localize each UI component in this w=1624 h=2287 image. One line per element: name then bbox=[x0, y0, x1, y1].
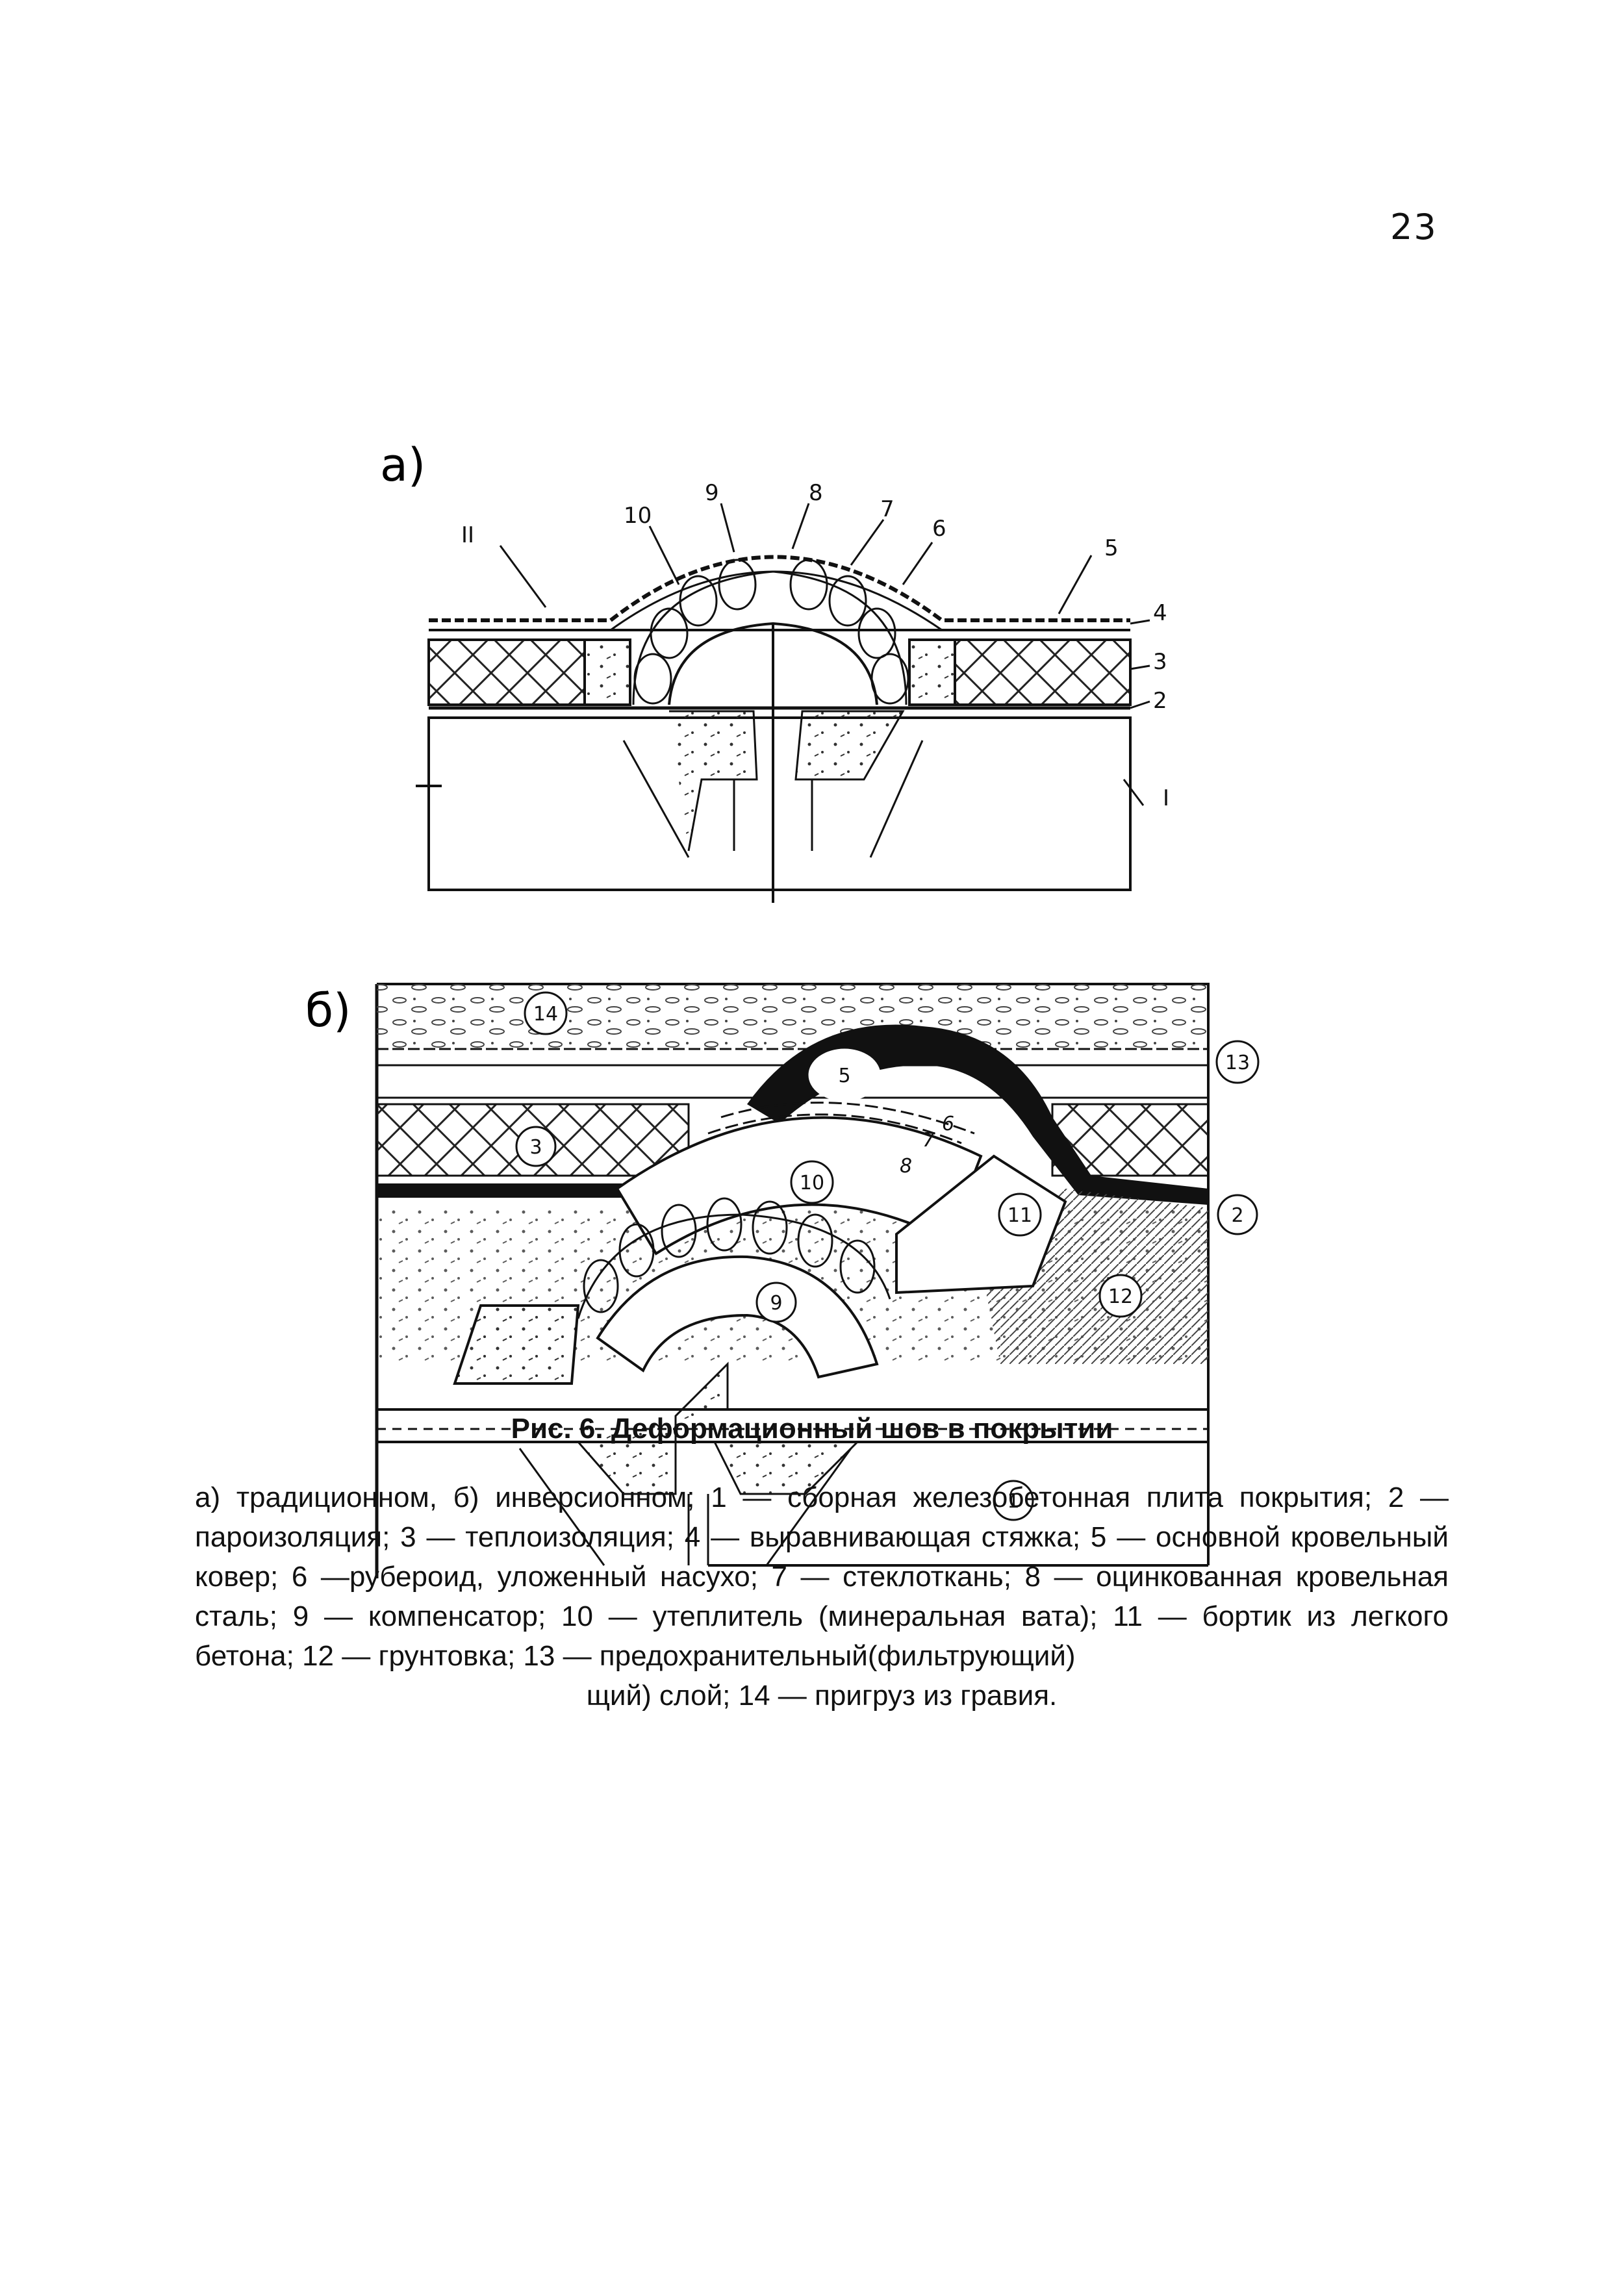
callout-b-7: 7 bbox=[922, 1129, 935, 1152]
callout-b-2: 2 bbox=[1231, 1204, 1243, 1227]
figure-b-label: б) bbox=[305, 984, 351, 1037]
callout-a-10: 10 bbox=[624, 503, 652, 529]
callout-b-14: 14 bbox=[533, 1003, 558, 1026]
legend-tail-text: щий) слой; 14 — пригруз из гравия. bbox=[586, 1680, 1058, 1712]
figure-caption-title: Рис. 6. Деформационный шов в покрытии bbox=[511, 1413, 1113, 1445]
callout-a-2: 2 bbox=[1153, 688, 1167, 714]
callout-b-3: 3 bbox=[529, 1136, 542, 1159]
callout-a-1: I bbox=[1163, 785, 1169, 811]
callout-a-6: 6 bbox=[932, 516, 946, 542]
callout-b-6: 6 bbox=[942, 1113, 954, 1135]
callout-a-3: 3 bbox=[1153, 649, 1167, 675]
callout-a-9: 9 bbox=[705, 480, 719, 506]
callout-a-5: 5 bbox=[1104, 535, 1119, 561]
figure-drawing: а) bbox=[305, 438, 1260, 1578]
figure-a: а) bbox=[380, 438, 1169, 903]
figure-b: б) bbox=[305, 983, 1260, 1578]
page-number: 23 bbox=[1390, 207, 1438, 247]
legend-main-text: а) традиционном, б) инверсионном; 1 — сб… bbox=[195, 1482, 1449, 1672]
callout-a-11: II bbox=[461, 522, 474, 548]
callout-b-1: 1 bbox=[1007, 1490, 1019, 1513]
callout-b-8: 8 bbox=[900, 1155, 912, 1178]
callout-b-11: 11 bbox=[1008, 1204, 1032, 1227]
callout-a-4: 4 bbox=[1153, 600, 1167, 626]
callout-b-13: 13 bbox=[1225, 1052, 1250, 1074]
callout-b-10: 10 bbox=[800, 1172, 824, 1194]
callout-b-12: 12 bbox=[1108, 1285, 1133, 1308]
callout-b-5: 5 bbox=[838, 1065, 850, 1087]
callout-a-7: 7 bbox=[880, 496, 894, 522]
callout-a-8: 8 bbox=[809, 480, 823, 506]
callout-b-9: 9 bbox=[770, 1292, 782, 1315]
figure-a-label: а) bbox=[380, 438, 425, 492]
figure-legend: а) традиционном, б) инверсионном; 1 — сб… bbox=[195, 1478, 1449, 1715]
